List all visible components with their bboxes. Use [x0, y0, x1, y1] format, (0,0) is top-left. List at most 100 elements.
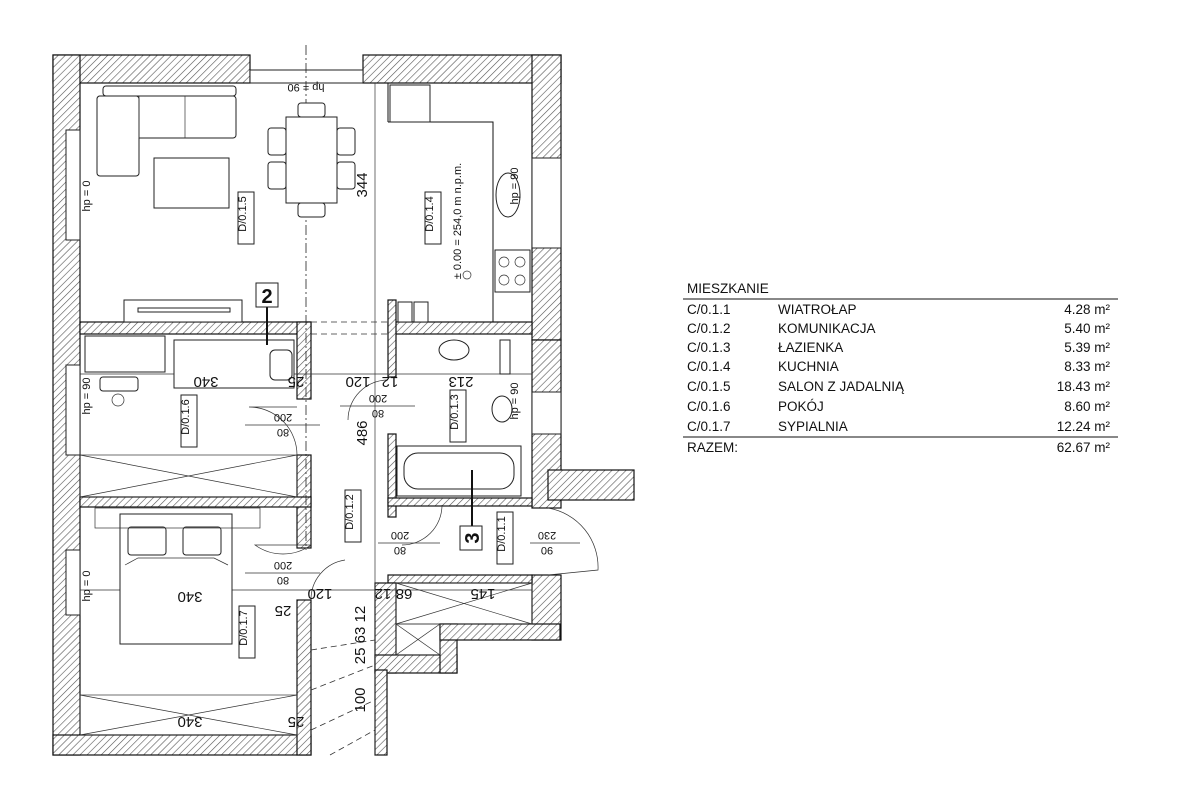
room-name: POKÓJ [778, 399, 824, 414]
desk [84, 335, 295, 407]
room-area: 12.24 m² [1057, 419, 1111, 434]
tv-unit [123, 299, 243, 323]
door-width: 80 [277, 426, 289, 438]
wall-pokoj-right [296, 321, 312, 400]
total-label: RAZEM: [687, 440, 738, 455]
door-width: 80 [394, 544, 406, 556]
room-name: ŁAZIENKA [778, 340, 843, 355]
sill-height-kitchen: hp = 90 [509, 167, 521, 204]
room-area: 8.60 m² [1064, 399, 1110, 414]
dim: 100 [352, 687, 369, 712]
section-marker-2 [255, 282, 279, 308]
room-code: C/0.1.5 [687, 379, 731, 394]
toilet [491, 395, 513, 423]
dim: 12 [375, 585, 392, 602]
wall-kitchen-bath [387, 321, 533, 335]
room-code: C/0.1.2 [687, 321, 731, 336]
section-label-3: 3 [462, 532, 484, 543]
room-code: C/0.1.7 [687, 419, 731, 434]
dim: 12 [382, 373, 399, 390]
table-title: MIESZKANIE [687, 281, 769, 296]
room-codes: D/0.1.5 D/0.1.4 D/0.1.6 D/0.1.3 D/0.1.2 … [180, 191, 514, 659]
section-label-2: 2 [261, 286, 272, 308]
room-name: SYPIALNIA [778, 419, 848, 434]
dim: 340 [193, 373, 218, 390]
dim: 25 [288, 373, 305, 390]
table-row: C/0.1.1 WIATROŁAP 4.28 m² [687, 302, 1110, 317]
kitchen-counter [387, 83, 531, 323]
sill-height-salon: hp = 0 [81, 181, 93, 212]
wall-top-right [362, 54, 562, 84]
sill-height-top: hp = 90 [287, 81, 324, 93]
table-row: C/0.1.2 KOMUNIKACJA 5.40 m² [687, 321, 1110, 336]
wall-shaft [387, 299, 397, 378]
wall-top-left [52, 54, 251, 84]
window-left-bedroom [65, 549, 81, 616]
door-width: 80 [277, 574, 289, 586]
table-row: C/0.1.3 ŁAZIENKA 5.39 m² [687, 340, 1110, 355]
room-area: 8.33 m² [1064, 359, 1110, 374]
room-name: SALON Z JADALNIĄ [778, 379, 905, 394]
room-code: D/0.1.3 [449, 394, 461, 429]
washbasin [438, 339, 470, 361]
wall-protrusion [547, 469, 635, 501]
sill-height-bedroom: hp = 0 [81, 571, 93, 602]
table-row: C/0.1.4 KUCHNIA 8.33 m² [687, 359, 1110, 374]
room-area: 18.43 m² [1057, 379, 1111, 394]
dim: 145 [470, 585, 495, 602]
area-table: MIESZKANIE C/0.1.1 WIATROŁAP 4.28 m² C/0… [683, 281, 1118, 455]
dim: 213 [448, 373, 473, 390]
wardrobe-pokoj [79, 454, 298, 498]
bathtub [396, 445, 522, 497]
dim: 120 [345, 373, 370, 390]
door-height: 200 [274, 559, 292, 571]
room-code: D/0.1.7 [238, 610, 250, 645]
room-code: C/0.1.6 [687, 399, 731, 414]
dining-table [267, 102, 356, 218]
total-area: 62.67 m² [1057, 440, 1111, 455]
wall-stair-right [374, 669, 388, 756]
room-area: 4.28 m² [1064, 302, 1110, 317]
wall-storage-bottom2 [439, 623, 561, 641]
room-code: D/0.1.5 [237, 196, 249, 231]
door-width: 80 [372, 407, 384, 419]
door-swings [248, 379, 599, 601]
wardrobe-storage [395, 582, 533, 656]
window-top [249, 69, 364, 84]
dim: 68 [396, 585, 413, 602]
sill-height-pokoj: hp = 90 [81, 377, 93, 414]
level-annotation: ± 0.00 = 254,0 m n.p.m. [452, 163, 464, 279]
wall-vestibule-bottom [387, 574, 533, 584]
window-kitchen [531, 157, 562, 249]
door-height: 200 [369, 392, 387, 404]
door-height: 200 [391, 529, 409, 541]
room-name: KUCHNIA [778, 359, 839, 374]
room-area: 5.39 m² [1064, 340, 1110, 355]
wall-salon-pokoj [79, 321, 312, 335]
dim-344: 344 [354, 172, 371, 197]
wall-pokoj-bedroom [79, 496, 312, 508]
table-row: C/0.1.6 POKÓJ 8.60 m² [687, 399, 1110, 414]
wall-bottom [52, 734, 312, 756]
dim-486: 486 [354, 420, 371, 445]
room-code: D/0.1.2 [344, 494, 356, 529]
table-row: C/0.1.7 SYPIALNIA 12.24 m² [687, 419, 1110, 434]
room-code: C/0.1.1 [687, 302, 731, 317]
dim: 25 [275, 602, 292, 619]
section-marker-3 [459, 525, 483, 551]
table-row: C/0.1.5 SALON Z JADALNIĄ 18.43 m² [687, 379, 1110, 394]
room-name: KOMUNIKACJA [778, 321, 876, 336]
door-height: 230 [538, 529, 556, 541]
stairs [310, 639, 376, 756]
dim: 340 [177, 588, 202, 605]
dimensions: 344 486 340 25 120 12 213 200 80 200 80 … [177, 172, 580, 730]
bed [94, 507, 261, 645]
dim: 120 [307, 585, 332, 602]
room-code: C/0.1.3 [687, 340, 731, 355]
door-height: 200 [274, 411, 292, 423]
wall-bath-left [387, 433, 397, 518]
room-area: 5.40 m² [1064, 321, 1110, 336]
dim: 25 63 12 [352, 606, 369, 664]
wall-bath-bottom [387, 497, 533, 507]
